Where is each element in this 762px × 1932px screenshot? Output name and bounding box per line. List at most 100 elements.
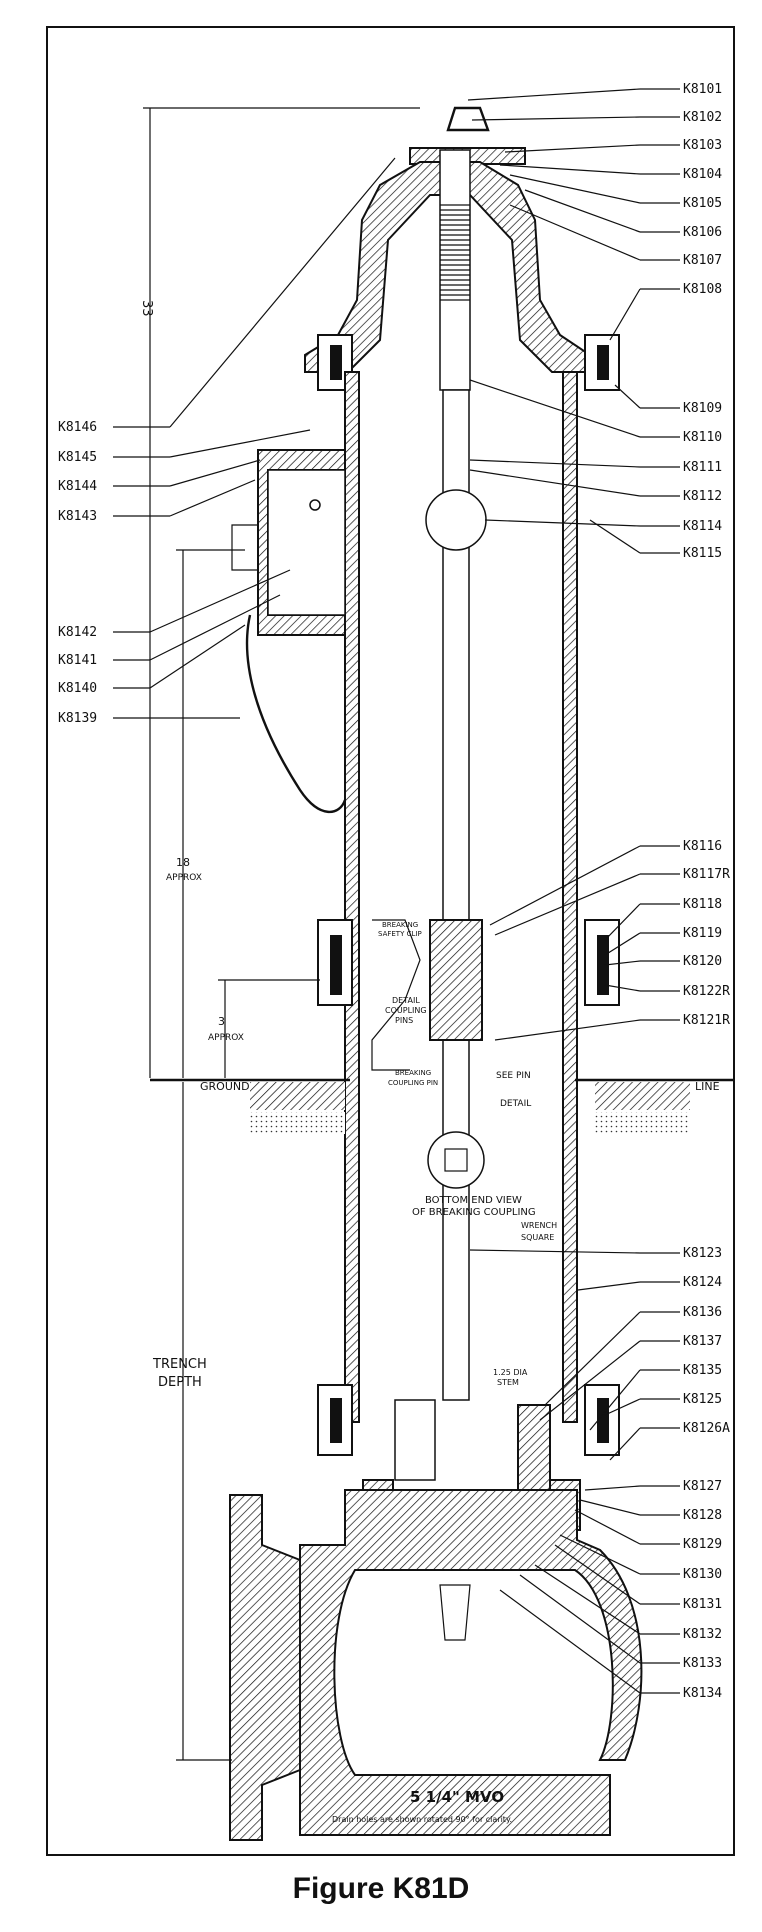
callout-k8109: K8109 — [683, 401, 722, 416]
callout-k8103: K8103 — [683, 138, 722, 153]
callout-k8123: K8123 — [683, 1246, 722, 1261]
left-leaders — [113, 157, 396, 719]
breaking-pin-note-1: BREAKING — [395, 1069, 431, 1077]
leader-diag-k8117r — [494, 873, 641, 936]
nozzle-height-note: APPROX — [166, 873, 202, 883]
leader-diag-k8127 — [584, 1485, 641, 1491]
leader-diag-k8130 — [559, 1534, 641, 1575]
line-label: LINE — [695, 1080, 720, 1093]
leader-diag-k8102 — [471, 116, 641, 121]
detail-note-3: PINS — [395, 1016, 413, 1025]
leader-diag-k8118 — [604, 903, 641, 941]
drain-note: Drain holes are shown rotated 90° for cl… — [332, 1815, 512, 1824]
callout-k8146: K8146 — [58, 420, 97, 435]
right-leaders — [467, 88, 680, 1694]
bottom-end-note-1: BOTTOM END VIEW — [425, 1195, 522, 1206]
leader-diag-k8103 — [504, 144, 641, 153]
callout-k8106: K8106 — [683, 225, 722, 240]
callout-k8107: K8107 — [683, 253, 722, 268]
model-label: 5 1/4" MVO — [410, 1788, 504, 1806]
leader-diag-k8108 — [609, 288, 641, 341]
leader-diag-k8106 — [524, 189, 641, 233]
breaking-clip-note-2: SAFETY CLIP — [378, 930, 422, 938]
callout-k8102: K8102 — [683, 110, 722, 125]
leader-diag-k8137 — [539, 1340, 641, 1421]
callout-k8135: K8135 — [683, 1363, 722, 1378]
leader-diag-k8104 — [499, 164, 641, 175]
leader-diag-k8124 — [577, 1281, 641, 1291]
hydrant-outline — [229, 106, 643, 1841]
callout-k8101: K8101 — [683, 82, 722, 97]
stem-dia-note-1: 1.25 DIA — [493, 1368, 528, 1377]
leader-diag-k8128 — [579, 1499, 641, 1516]
dimension-lines: 33 18 APPROX 3 APPROX TRENCH DEPTH — [139, 107, 420, 1761]
stem-dia-note-2: STEM — [497, 1378, 519, 1387]
callout-k8110: K8110 — [683, 430, 722, 445]
leader-diag-k8120 — [604, 960, 641, 966]
callout-k8133: K8133 — [683, 1656, 722, 1671]
breaking-pin-note-2: COUPLING PIN — [388, 1079, 438, 1087]
leader-diag-k8136 — [544, 1311, 641, 1406]
callout-k8142: K8142 — [58, 625, 97, 640]
callout-k8143: K8143 — [58, 509, 97, 524]
left-callouts: K8146 K8145 K8144 K8143 K8142 K8141 K814… — [58, 420, 97, 726]
leader-diag-k8125 — [604, 1398, 641, 1416]
callout-k8137: K8137 — [683, 1334, 722, 1349]
callout-k8108: K8108 — [683, 282, 722, 297]
callout-k8122r: K8122R — [683, 984, 730, 999]
diagram-notes: BREAKING SAFETY CLIP DETAIL COUPLING PIN… — [378, 921, 557, 1387]
leader-diag-k8101 — [467, 88, 641, 101]
leader-diag-k8119 — [604, 932, 641, 956]
leader-diag-k8110 — [469, 379, 641, 438]
callout-k8117r: K8117R — [683, 867, 730, 882]
leader-diag-k8111 — [469, 459, 641, 468]
callout-k8111: K8111 — [683, 460, 722, 475]
callout-k8126a: K8126A — [683, 1421, 730, 1436]
trench-label: TRENCH — [152, 1357, 207, 1372]
leader-diag-k8116 — [489, 845, 641, 926]
leader-diag-k8123 — [469, 1249, 641, 1254]
callout-k8144: K8144 — [58, 479, 97, 494]
callout-k8129: K8129 — [683, 1537, 722, 1552]
callout-k8145: K8145 — [58, 450, 97, 465]
detail-note-2: COUPLING — [385, 1006, 427, 1015]
callout-k8136: K8136 — [683, 1305, 722, 1320]
callout-k8118: K8118 — [683, 897, 722, 912]
leader-diag-k8131 — [554, 1544, 641, 1605]
see-pin-note-1: SEE PIN — [496, 1071, 531, 1081]
leader-diag-k8114 — [484, 519, 641, 527]
callout-k8120: K8120 — [683, 954, 722, 969]
callout-k8105: K8105 — [683, 196, 722, 211]
callout-k8140: K8140 — [58, 681, 97, 696]
ground-line: GROUND LINE — [150, 1078, 735, 1134]
ground-label: GROUND — [200, 1080, 250, 1093]
callout-k8112: K8112 — [683, 489, 722, 504]
leader-diag-k8105 — [509, 174, 641, 204]
leader-diag-k8115 — [589, 519, 641, 554]
callout-k8139: K8139 — [58, 711, 97, 726]
callout-k8104: K8104 — [683, 167, 722, 182]
callout-k8132: K8132 — [683, 1627, 722, 1642]
figure-title: Figure K81D — [292, 1872, 470, 1905]
see-pin-note-2: DETAIL — [500, 1099, 531, 1109]
leader-diag-k8132 — [534, 1564, 641, 1635]
wrench-note-2: SQUARE — [521, 1233, 554, 1242]
right-callouts: K8101K8102K8103K8104K8105K8106K8107K8108… — [683, 82, 730, 1701]
drawing-border — [46, 26, 735, 1856]
leader-diag-k8129 — [574, 1509, 641, 1545]
leader-diag-k8109 — [614, 384, 641, 409]
callout-k8124: K8124 — [683, 1275, 722, 1290]
overall-height-dim: 33 — [139, 300, 154, 317]
leader-diag-k8107 — [509, 204, 641, 261]
callout-k8115: K8115 — [683, 546, 722, 561]
callout-k8119: K8119 — [683, 926, 722, 941]
callout-k8130: K8130 — [683, 1567, 722, 1582]
callout-k8116: K8116 — [683, 839, 722, 854]
callout-k8128: K8128 — [683, 1508, 722, 1523]
leader-diag-k8133 — [519, 1574, 641, 1664]
callout-k8141: K8141 — [58, 653, 97, 668]
flange-height-note: APPROX — [208, 1033, 244, 1043]
bottom-end-note-2: OF BREAKING COUPLING — [412, 1207, 536, 1218]
nozzle-height-dim: 18 — [176, 856, 190, 869]
